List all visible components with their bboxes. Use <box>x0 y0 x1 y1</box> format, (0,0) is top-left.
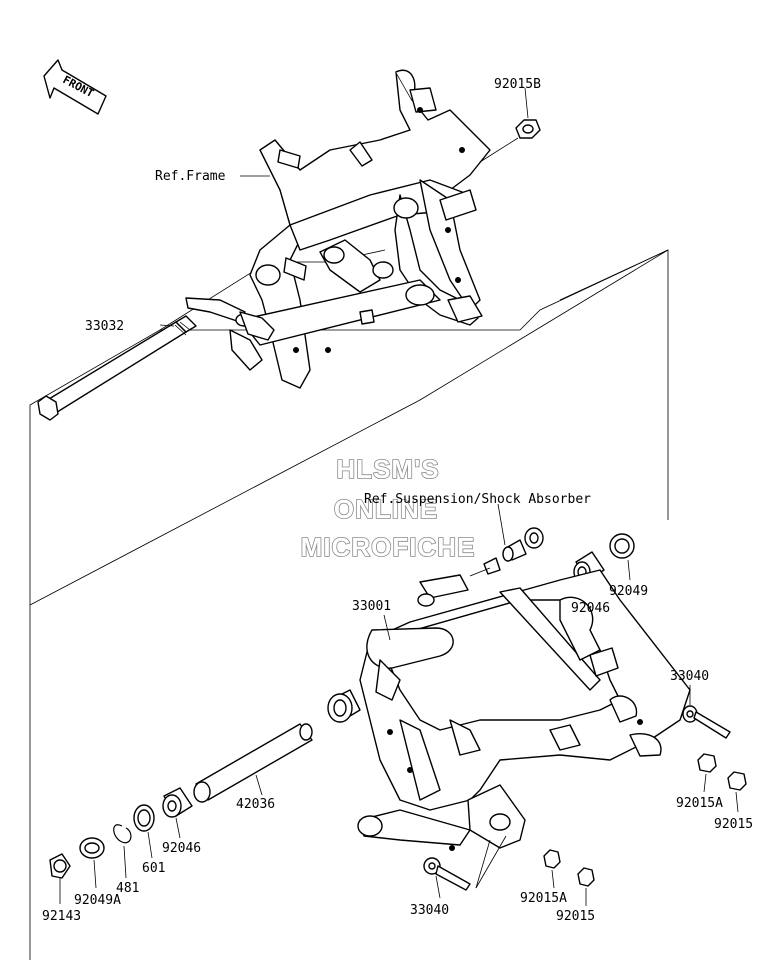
label-601: 601 <box>142 861 165 876</box>
bearing-92046-bottom-icon <box>162 787 193 839</box>
snap-ring-481-icon <box>113 824 132 879</box>
cap-92143-icon <box>49 853 71 904</box>
nut-92015B-icon <box>479 87 541 163</box>
label-481: 481 <box>116 881 139 896</box>
label-33001: 33001 <box>352 599 391 614</box>
watermark-line-2: ONLINE <box>334 494 438 524</box>
label-33040-bottom: 33040 <box>410 903 449 918</box>
label-42036: 42036 <box>236 797 275 812</box>
axle-adjuster-33040-bottom-icon <box>423 835 507 899</box>
nut-92015A-right-icon <box>697 753 717 793</box>
label-33040-right: 33040 <box>670 669 709 684</box>
label-ref-frame: Ref.Frame <box>155 169 226 184</box>
watermark: HLSM'S ONLINE MICROFICHE <box>300 453 476 563</box>
axle-adjuster-33040-right-icon <box>682 685 731 739</box>
label-92046-bottom: 92046 <box>162 841 201 856</box>
watermark-line-3: MICROFICHE <box>301 532 476 562</box>
suspension-bushing-parts <box>417 503 544 607</box>
seal-92049A-icon <box>79 837 105 889</box>
label-92046-top: 92046 <box>571 601 610 616</box>
label-92049: 92049 <box>609 584 648 599</box>
label-92015A-right: 92015A <box>676 796 723 811</box>
seal-92049-icon <box>609 533 635 581</box>
label-92143: 92143 <box>42 909 81 924</box>
label-92015-bottom: 92015 <box>556 909 595 924</box>
nut-92015-bottom-icon <box>577 867 595 906</box>
nut-92015A-bottom-icon <box>543 849 561 889</box>
swingarm-33001-illustration <box>327 569 691 851</box>
frame-illustration <box>185 69 491 389</box>
label-92015-right: 92015 <box>714 817 753 832</box>
front-arrow-icon: FRONT <box>43 59 107 115</box>
label-ref-suspension: Ref.Suspension/Shock Absorber <box>364 492 591 507</box>
nut-92015-right-icon <box>727 771 747 813</box>
label-33032: 33032 <box>85 319 124 334</box>
pivot-shaft-33032-icon <box>37 315 197 421</box>
label-92049A: 92049A <box>74 893 121 908</box>
watermark-line-1: HLSM'S <box>336 454 439 484</box>
label-92015B: 92015B <box>494 77 541 92</box>
label-92015A-bottom: 92015A <box>520 891 567 906</box>
seal-601-icon <box>133 804 155 859</box>
collar-42036-icon <box>193 723 313 803</box>
